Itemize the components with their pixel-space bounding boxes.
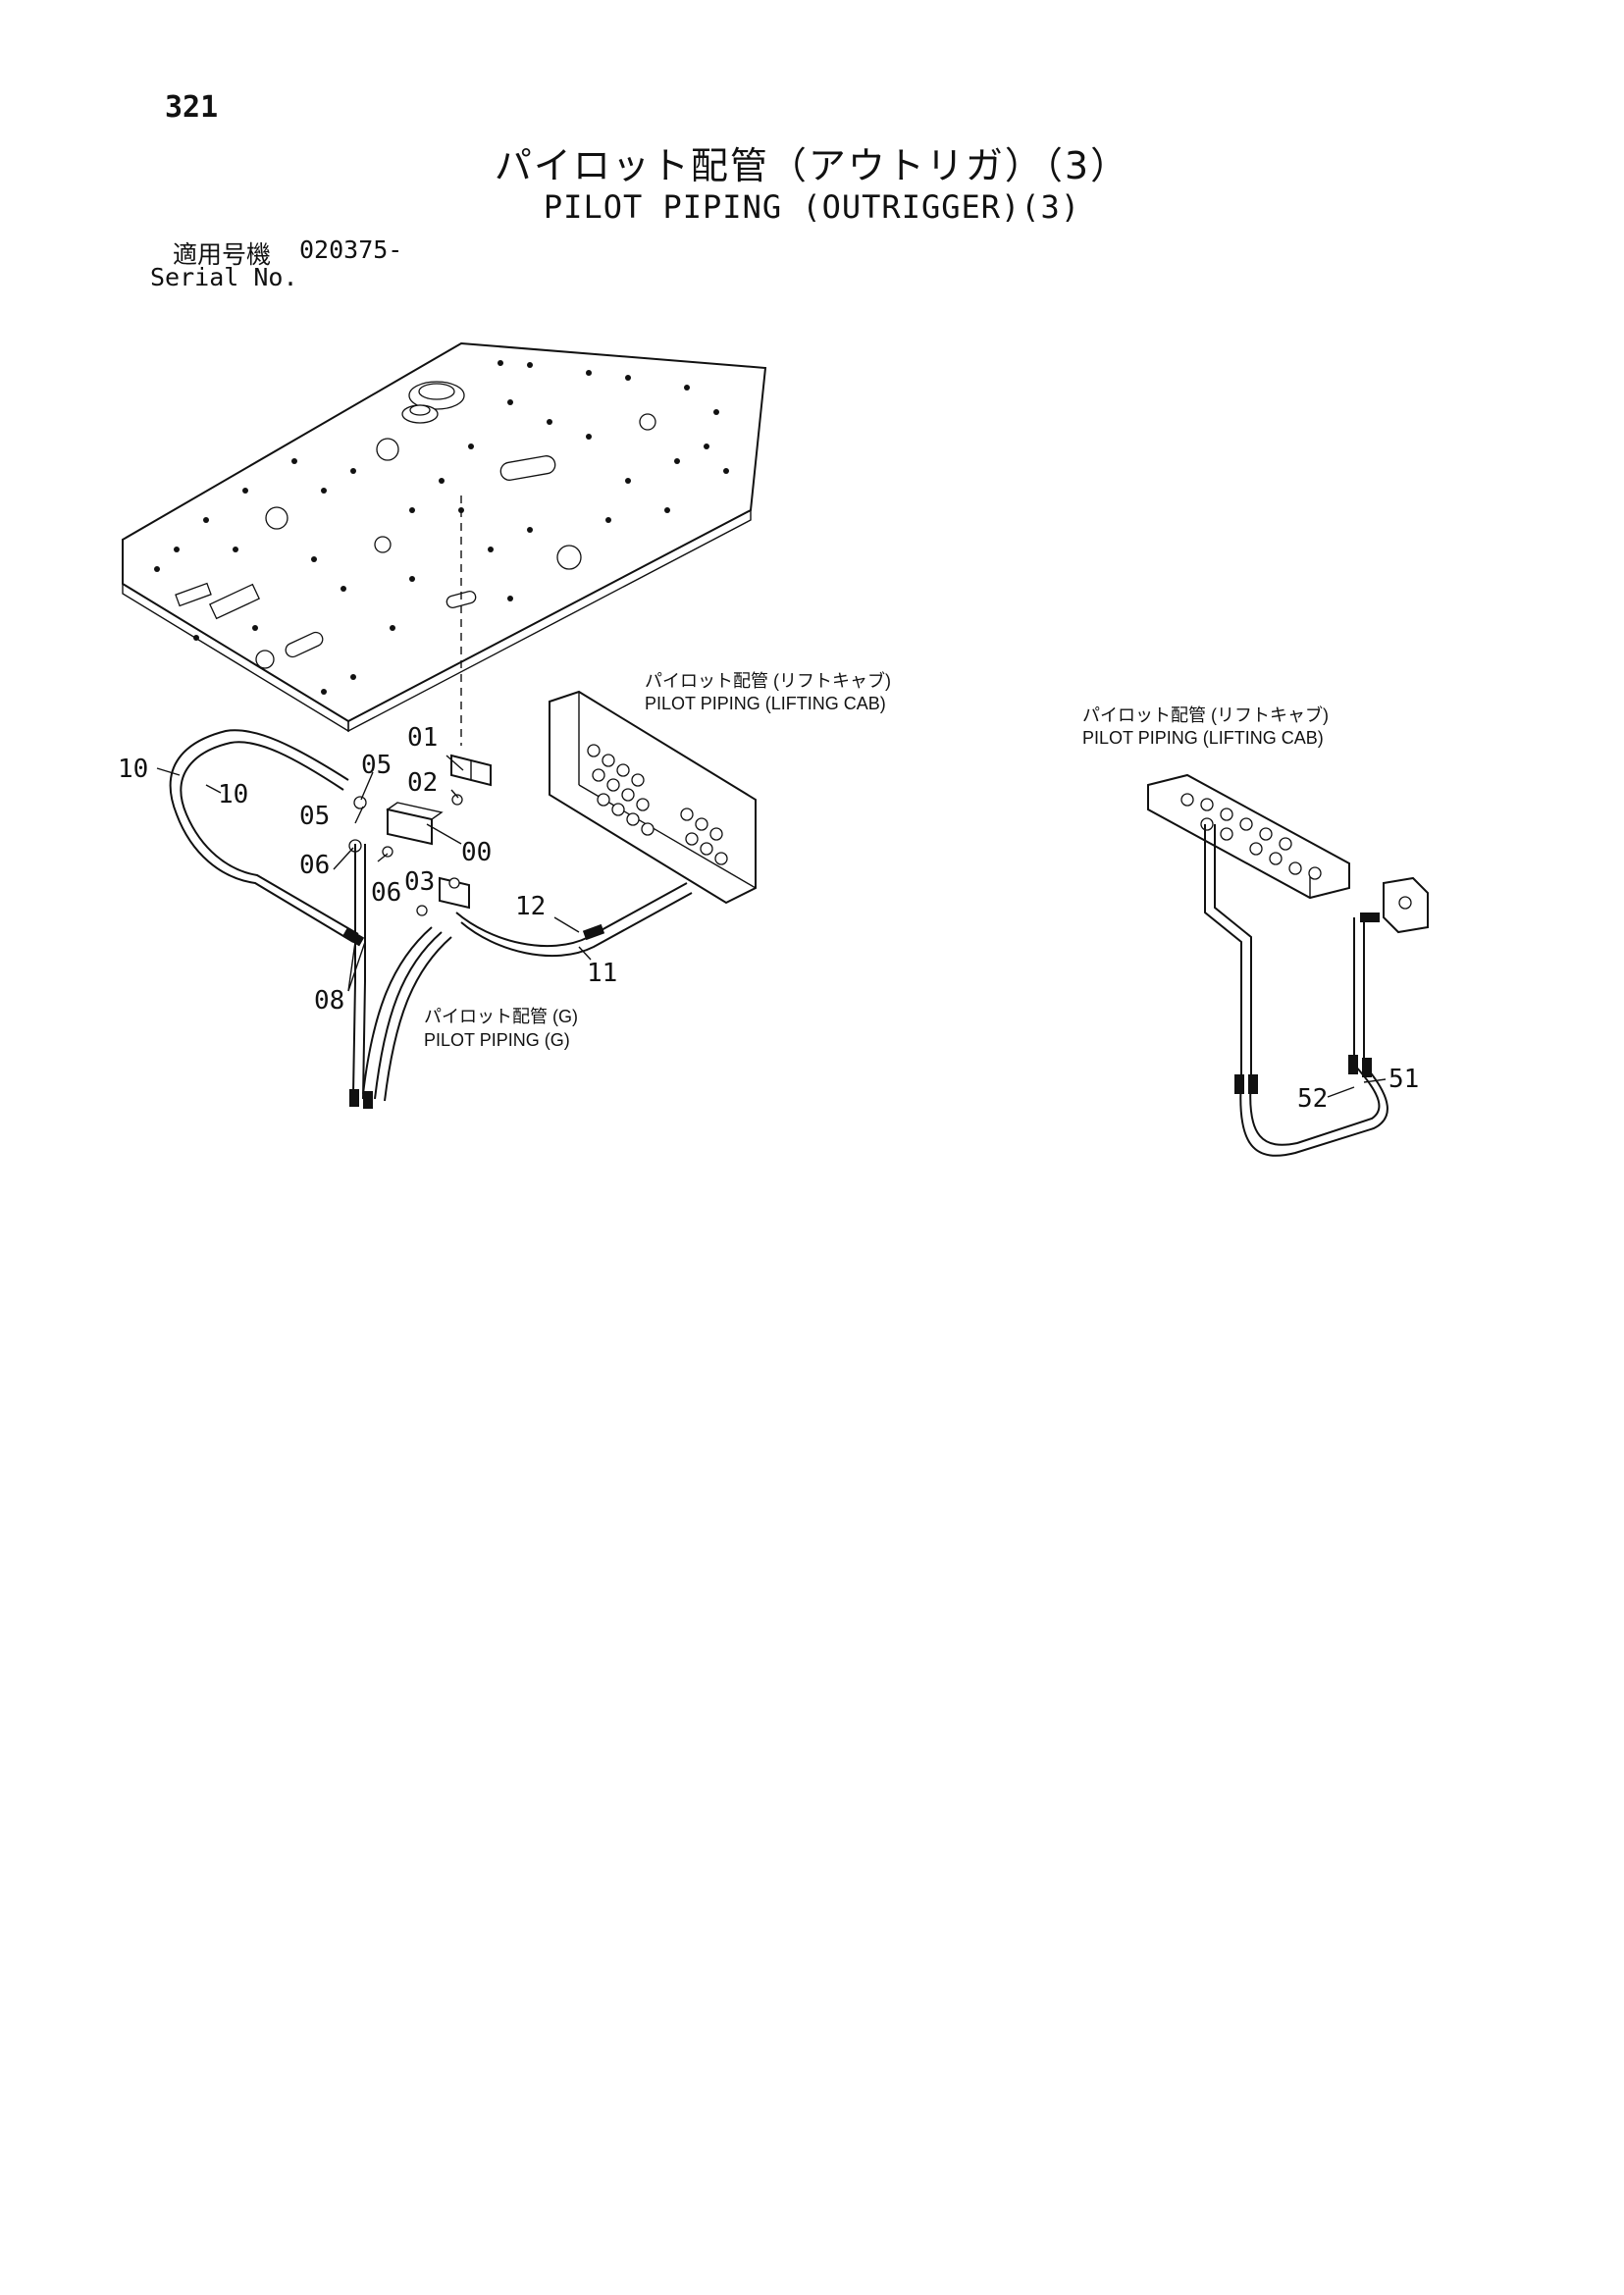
note-lifting-cab-left-jp: パイロット配管 (リフトキャブ) <box>645 670 891 691</box>
note-pilot-g-jp: パイロット配管 (G) <box>424 1007 578 1026</box>
page-title-en: PILOT PIPING (OUTRIGGER)(3) <box>543 188 1081 226</box>
callout-12: 12 <box>515 892 546 921</box>
callout-00: 00 <box>461 838 492 867</box>
bracket-and-switch-assembly <box>348 754 492 916</box>
serial-label-en: Serial No. <box>150 263 298 291</box>
callout-08: 08 <box>314 986 344 1016</box>
callout-02: 02 <box>407 768 438 798</box>
lifting-cab-valve-block-right <box>1147 773 1429 934</box>
note-lifting-cab-left-en: PILOT PIPING (LIFTING CAB) <box>645 694 886 713</box>
callout-10-inner: 10 <box>218 780 248 809</box>
hose-lines-left <box>169 729 693 1109</box>
lifting-cab-valve-block-left <box>549 690 757 905</box>
callout-03: 03 <box>404 867 435 897</box>
callout-06-right: 06 <box>371 878 401 908</box>
callout-52: 52 <box>1297 1084 1328 1114</box>
serial-number-value: 020375- <box>299 235 403 264</box>
callout-06-left: 06 <box>299 851 330 880</box>
callout-01: 01 <box>407 723 438 753</box>
callout-10-outer: 10 <box>118 755 148 784</box>
floor-plate <box>122 341 767 746</box>
hose-lines-right <box>1204 824 1388 1157</box>
callout-05-lower: 05 <box>299 802 330 831</box>
serial-label-jp: 適用号機 <box>173 240 272 269</box>
callout-11: 11 <box>587 959 617 988</box>
callout-05-upper: 05 <box>361 751 392 780</box>
note-lifting-cab-right-jp: パイロット配管 (リフトキャブ) <box>1082 704 1329 725</box>
page-number: 321 <box>165 90 219 125</box>
callout-51: 51 <box>1388 1065 1419 1094</box>
callout-numbers: 01 02 05 05 00 06 06 03 10 10 12 11 08 5… <box>118 723 1419 1114</box>
callout-leaders <box>156 755 1387 1098</box>
note-lifting-cab-right-en: PILOT PIPING (LIFTING CAB) <box>1082 728 1324 748</box>
page-title-jp: パイロット配管（アウトリガ）（3） <box>494 144 1130 187</box>
diagram-notes: パイロット配管 (リフトキャブ) PILOT PIPING (LIFTING C… <box>424 670 1329 1050</box>
note-pilot-g-en: PILOT PIPING (G) <box>424 1030 570 1050</box>
